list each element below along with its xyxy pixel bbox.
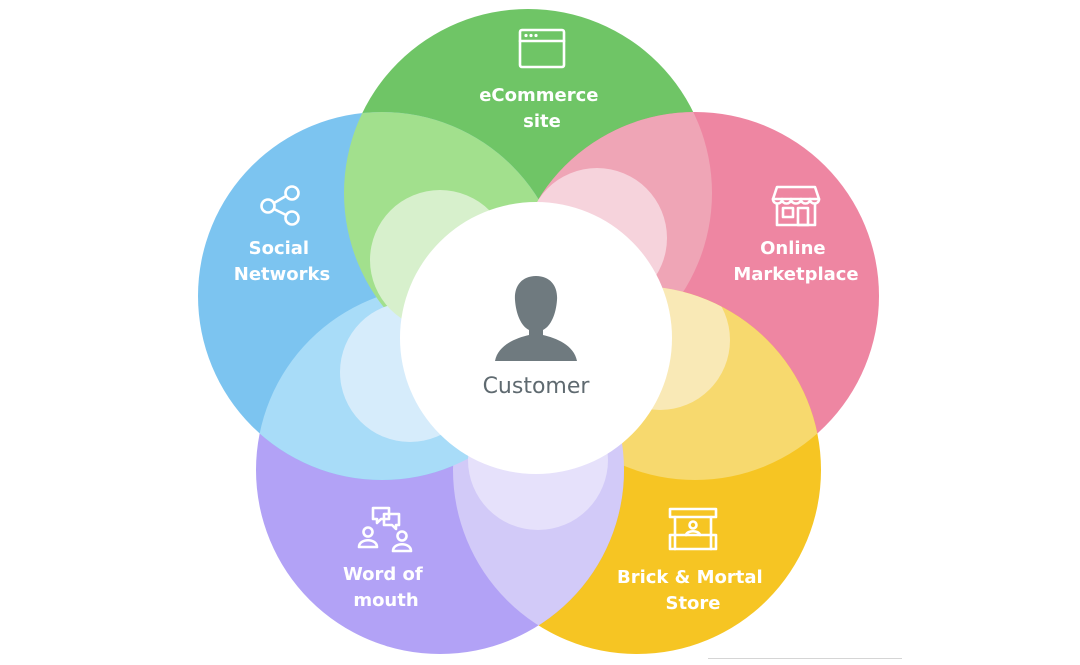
store-label-line-2: Store <box>665 593 720 614</box>
word-label-line-1: Word of <box>343 564 423 585</box>
store-label: Brick & Mortal Store <box>617 567 769 614</box>
ecommerce-label-line-1: eCommerce <box>479 85 598 106</box>
social-label-line-1: Social <box>249 238 310 259</box>
word-label-line-2: mouth <box>353 590 418 611</box>
store-label-line-1: Brick & Mortal <box>617 567 763 588</box>
marketplace-label-line-1: Online <box>760 238 825 259</box>
market-stall-icon <box>668 507 718 551</box>
person-icon <box>495 276 577 361</box>
bottom-divider <box>708 658 902 659</box>
social-label-line-2: Networks <box>234 264 330 285</box>
marketplace-label: Online Marketplace <box>733 238 858 285</box>
marketplace-label-line-2: Marketplace <box>733 264 858 285</box>
chat-people-icon <box>357 506 413 553</box>
word-label: Word of mouth <box>343 564 429 611</box>
social-label: Social Networks <box>234 238 330 285</box>
ecommerce-label-line-2: site <box>523 111 561 132</box>
storefront-icon <box>771 185 821 227</box>
ecommerce-label: eCommerce site <box>479 85 605 132</box>
share-icon <box>260 185 300 226</box>
center-label: Customer <box>483 374 591 399</box>
browser-window-icon <box>518 28 566 69</box>
